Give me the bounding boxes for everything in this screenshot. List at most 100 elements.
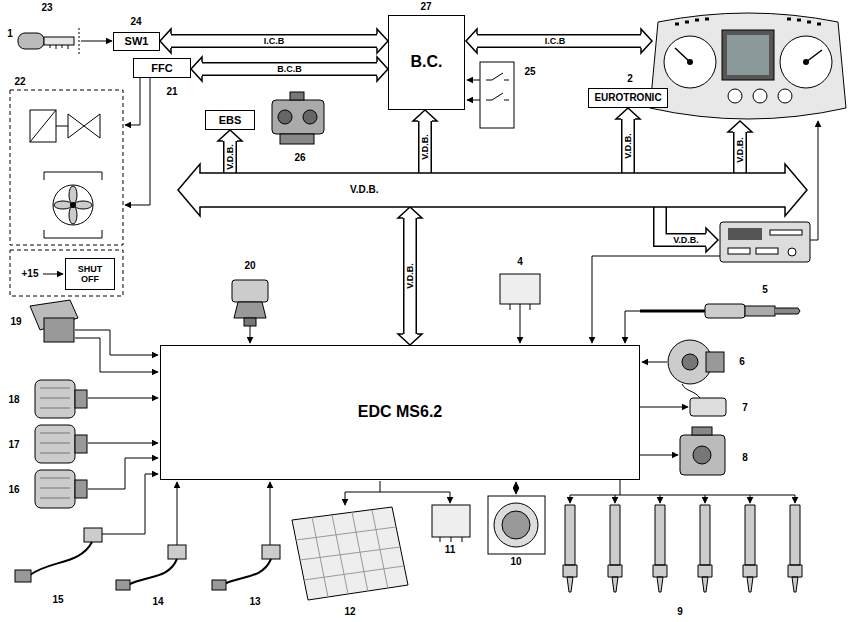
sensor-14-part	[177, 482, 178, 545]
callout-number: 8	[742, 453, 748, 463]
switch-box-part	[486, 73, 509, 100]
ignition-key-part	[44, 37, 74, 45]
actuator-group-part	[74, 201, 92, 209]
bus-name: I.C.B	[263, 37, 286, 46]
sensors-16-17-18-part	[35, 425, 75, 463]
callout-number: 5	[762, 285, 768, 295]
signal-wire-part	[81, 41, 112, 42]
dashboard-picture-part	[727, 35, 769, 75]
sensor-13-part	[270, 482, 271, 545]
arrow-head	[616, 108, 640, 119]
dashboard-picture-part	[806, 50, 822, 62]
bus-arrow-part	[641, 29, 652, 53]
actuator-group-part	[10, 90, 123, 245]
arrow-head	[377, 57, 388, 81]
lambda-sensor-5-part	[745, 306, 775, 316]
ignition-key-part	[50, 45, 68, 49]
bus-name: V.D.B.	[736, 136, 745, 164]
bus-connector	[398, 207, 422, 345]
box-label: EDC MS6.2	[358, 403, 442, 421]
callout-number: 15	[52, 595, 63, 605]
callout-number: 13	[249, 597, 260, 607]
injectors-9	[563, 480, 802, 592]
sensors-16-17-18-part	[75, 435, 87, 453]
shut-off-group-part	[43, 274, 63, 275]
heater-relay-wires-part	[345, 481, 450, 492]
ebs-valve-picture-part	[303, 110, 317, 124]
signal-wire	[81, 41, 112, 42]
callout-number: 12	[344, 607, 355, 617]
tachograph-picture-part	[720, 222, 810, 262]
sensor-20-part	[234, 302, 266, 318]
bus-outline-shape	[178, 164, 807, 216]
connector-fill	[170, 36, 378, 47]
injectors-9-part	[698, 505, 712, 592]
arrow-head	[398, 207, 422, 218]
sensor-15-part	[84, 528, 102, 542]
bus-name: B.C.B	[276, 65, 303, 74]
callout-number: 22	[14, 77, 25, 87]
sensors-16-17-18-part	[88, 458, 158, 489]
sensors-16-17-18-part	[75, 390, 87, 408]
sensor-20-part	[244, 318, 256, 326]
lambda-sensor-5-part	[705, 304, 745, 318]
bus-arrow-part	[475, 36, 643, 47]
injectors-9-part	[608, 505, 622, 592]
callout-number: 2	[627, 74, 633, 84]
injectors-9-part	[743, 505, 757, 592]
arrow-head	[377, 29, 388, 53]
tachograph-picture-part	[756, 248, 778, 254]
callout-number: 16	[8, 485, 19, 495]
callout-number: 4	[517, 257, 523, 267]
pedal-sensor-19-part	[75, 330, 158, 355]
sensor-14	[116, 482, 186, 590]
dashboard-picture-part	[675, 48, 690, 62]
ffc-wires-part	[125, 78, 140, 125]
connector-fill	[201, 64, 378, 75]
callout-number: 14	[152, 597, 163, 607]
dashboard-picture-part	[780, 36, 832, 88]
ignition-key-part	[79, 28, 80, 54]
sensors-16-17-18-part	[88, 398, 158, 399]
callout-number: 11	[445, 545, 456, 555]
injectors-9-part	[660, 495, 661, 503]
actuator-7-part	[640, 407, 688, 408]
actuator-group-part	[69, 186, 77, 204]
callout-number: 25	[524, 67, 535, 77]
control-unit-box: SW1	[113, 32, 160, 51]
body-computer-box: B.C.	[388, 15, 465, 110]
dashboard-picture-part	[722, 30, 774, 80]
actuator-group	[10, 90, 123, 245]
sensor-6	[642, 340, 724, 384]
bus-arrow	[660, 200, 718, 252]
arrow-head	[218, 130, 242, 141]
tachograph-picture-part	[728, 228, 762, 240]
arrow-head	[413, 110, 437, 121]
injectors-9-part	[653, 505, 667, 592]
bus-arrow-part	[728, 121, 752, 132]
connector-outline	[201, 62, 378, 76]
connector-10-part	[502, 511, 530, 539]
connector-10-part	[494, 503, 538, 547]
sensor-20-part	[250, 326, 251, 343]
actuator-group-part	[44, 172, 102, 238]
tachograph-picture-part	[810, 121, 818, 240]
sensor-6-part	[642, 362, 667, 363]
relay-4-part	[520, 310, 521, 343]
heater-relay-wires-part	[432, 505, 470, 537]
callout-number: 10	[510, 557, 521, 567]
box-label: FFC	[151, 62, 172, 75]
ebs-valve-picture-part	[280, 134, 314, 144]
pedal-sensor-19	[30, 300, 158, 372]
callout-number: 17	[8, 440, 19, 450]
callout-number: 9	[677, 607, 683, 617]
sensor-6-part	[682, 354, 698, 370]
bus-name: V.D.B.	[406, 262, 415, 290]
sensors-16-17-18-part	[75, 480, 87, 498]
sensor-6-part	[706, 352, 724, 372]
heater-relay-wires	[292, 481, 470, 600]
bus-connector	[160, 29, 388, 53]
lambda-sensor-5-part	[640, 310, 705, 313]
ebs-valve-picture	[272, 92, 324, 144]
